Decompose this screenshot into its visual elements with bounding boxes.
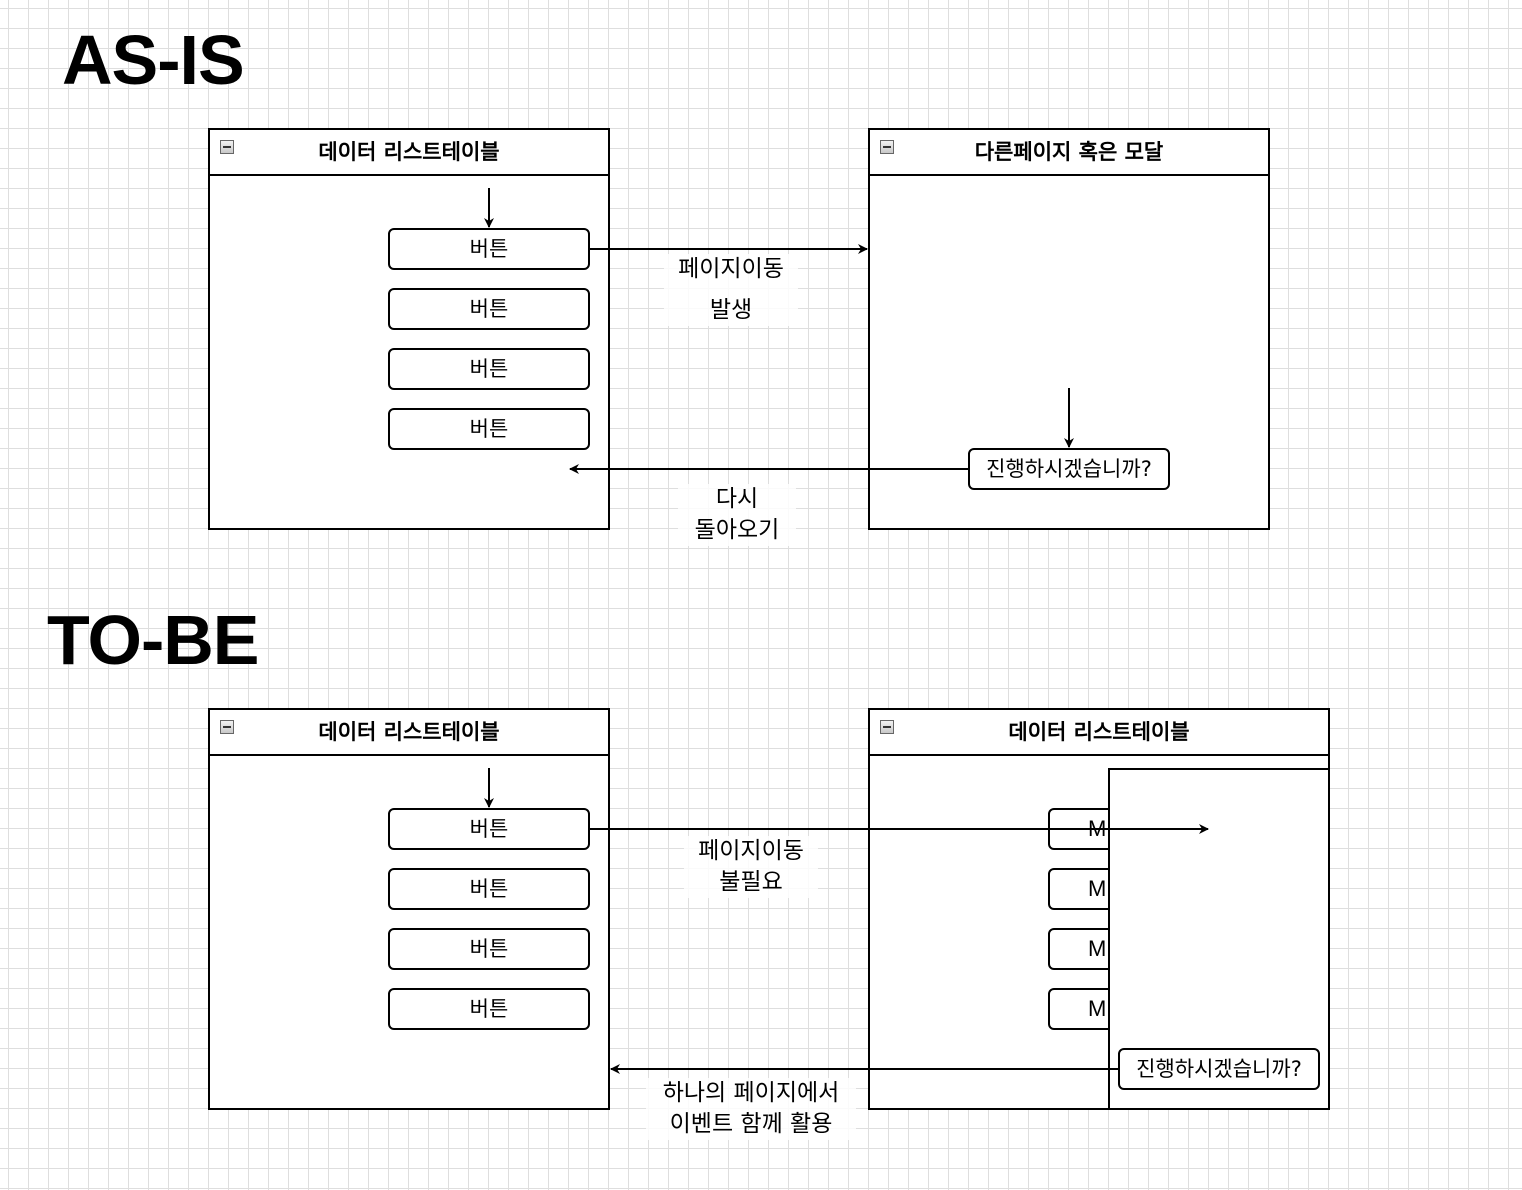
list-button-4[interactable]: 버튼 — [388, 988, 590, 1030]
collapse-icon[interactable] — [220, 720, 234, 734]
confirm-prompt[interactable]: 진행하시겠습니까? — [1118, 1048, 1320, 1090]
edge-label-line-2: 돌아오기 — [694, 517, 780, 543]
confirm-prompt[interactable]: 진행하시겠습니까? — [968, 448, 1170, 490]
panel-header: 데이터 리스트테이블 — [210, 710, 608, 756]
list-button-2[interactable]: 버튼 — [388, 288, 590, 330]
tobe-data-list-table-panel: 데이터 리스트테이블 버튼 버튼 버튼 버튼 — [208, 708, 610, 1110]
list-button-4[interactable]: 버튼 — [388, 408, 590, 450]
list-button-3[interactable]: 버튼 — [388, 928, 590, 970]
panel-header: 데이터 리스트테이블 — [870, 710, 1328, 756]
asis-forward-edge-label: 페이지이동 발생 — [664, 254, 798, 326]
asis-heading: AS-IS — [62, 21, 245, 99]
panel-header: 데이터 리스트테이블 — [210, 130, 608, 176]
panel-header: 다른페이지 혹은 모달 — [870, 130, 1268, 176]
edge-label-line-2: 발생 — [709, 297, 753, 323]
edge-label-line-1: 페이지이동 — [698, 838, 804, 864]
edge-label-line-1: 페이지이동 — [678, 256, 784, 282]
asis-data-list-table-panel: 데이터 리스트테이블 버튼 버튼 버튼 버튼 — [208, 128, 610, 530]
list-button-3[interactable]: 버튼 — [388, 348, 590, 390]
asis-other-page-or-modal-panel: 다른페이지 혹은 모달 진행하시겠습니까? — [868, 128, 1270, 530]
list-button-1[interactable]: 버튼 — [388, 228, 590, 270]
collapse-icon[interactable] — [880, 140, 894, 154]
collapse-icon[interactable] — [220, 140, 234, 154]
panel-title: 다른페이지 혹은 모달 — [974, 140, 1164, 164]
inline-modal: 진행하시겠습니까? — [1108, 768, 1330, 1110]
tobe-forward-edge-label: 페이지이동 불필요 — [684, 836, 818, 898]
edge-label-line-2: 이벤트 함께 활용 — [669, 1111, 833, 1137]
collapse-icon[interactable] — [880, 720, 894, 734]
list-button-1[interactable]: 버튼 — [388, 808, 590, 850]
panel-title: 데이터 리스트테이블 — [1008, 720, 1190, 744]
edge-label-line-2: 불필요 — [719, 869, 783, 895]
tobe-data-list-table-with-modal-panel: 데이터 리스트테이블 M M M M 진행하시겠습니까? — [868, 708, 1330, 1110]
edge-label-line-1: 다시 — [715, 486, 759, 512]
list-button-2[interactable]: 버튼 — [388, 868, 590, 910]
panel-title: 데이터 리스트테이블 — [318, 720, 500, 744]
tobe-heading: TO-BE — [47, 601, 259, 679]
edge-label-line-1: 하나의 페이지에서 — [662, 1080, 840, 1106]
panel-title: 데이터 리스트테이블 — [318, 140, 500, 164]
asis-back-edge-label: 다시 돌아오기 — [678, 484, 796, 546]
tobe-back-edge-label: 하나의 페이지에서 이벤트 함께 활용 — [646, 1078, 856, 1140]
